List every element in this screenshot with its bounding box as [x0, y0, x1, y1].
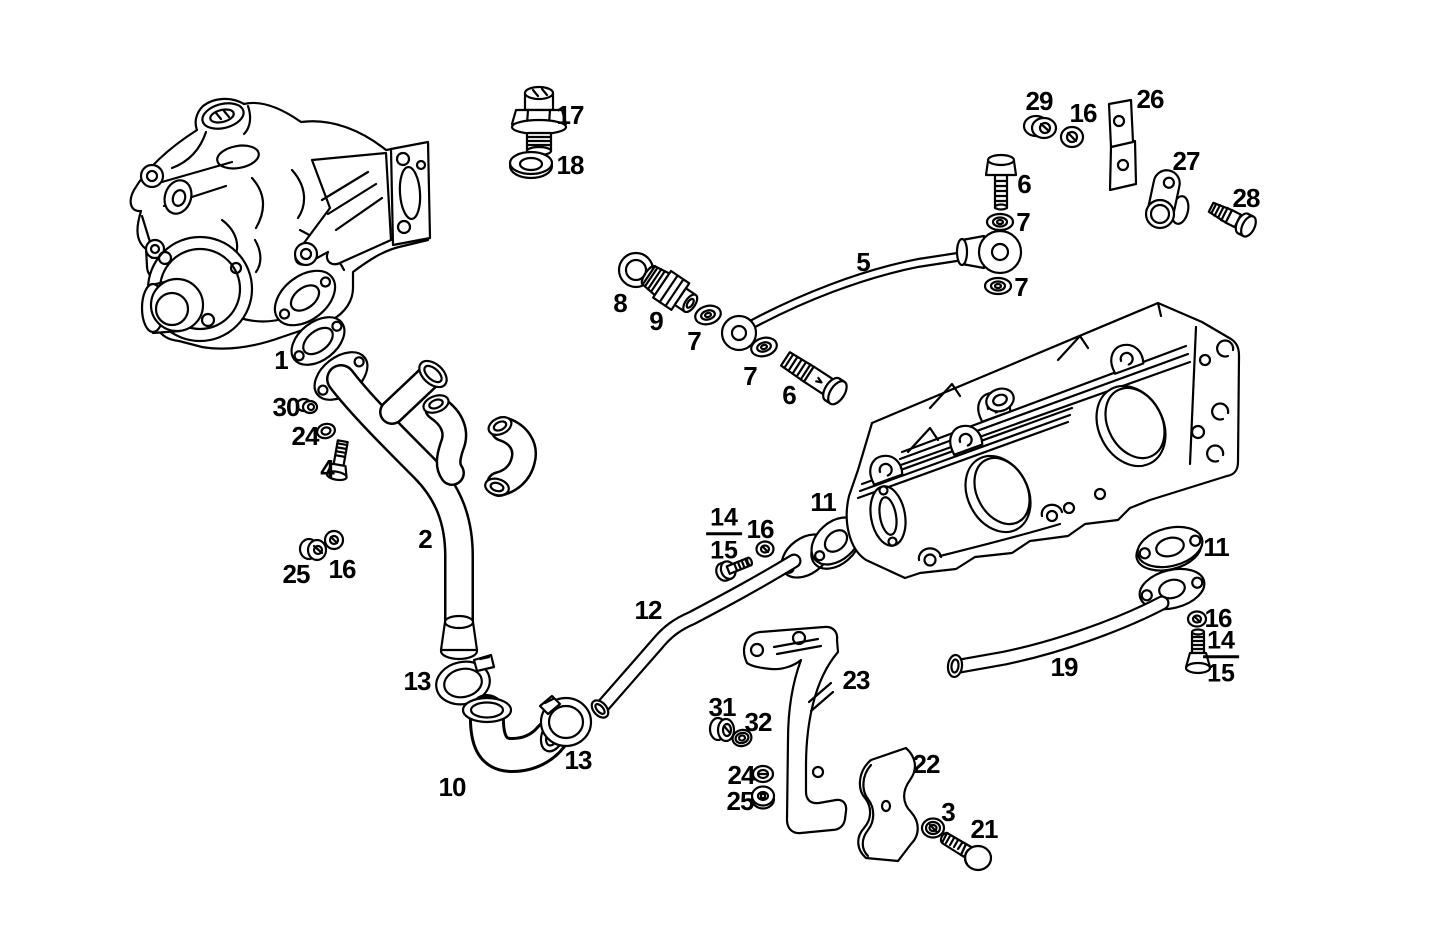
hose-stub-lower — [484, 416, 537, 497]
bolt-14-15-left — [715, 556, 754, 582]
washer-16-right — [1186, 610, 1208, 628]
plug-17 — [510, 85, 568, 157]
sealing-washer-18 — [508, 150, 554, 180]
washer-16-mid — [755, 540, 775, 558]
nut-31 — [708, 716, 736, 743]
nut-16-left — [323, 529, 345, 551]
nut-25-left — [298, 537, 328, 562]
washer-7-right — [750, 336, 778, 358]
bracket-26 — [1107, 98, 1138, 192]
bolt-6-upper — [984, 153, 1018, 211]
hose-stub-middle — [422, 394, 468, 486]
washer-7-left — [694, 304, 722, 326]
hose-clamp-13-right — [538, 694, 593, 748]
seal-ring-8 — [617, 251, 655, 289]
water-pipe-2 — [313, 351, 537, 661]
bolt-14-15-right — [1184, 628, 1212, 675]
nut-30 — [295, 397, 319, 415]
bolt-6-lower — [779, 351, 848, 406]
pipe-2-flared-end — [439, 614, 479, 661]
bracket-23 — [743, 625, 848, 835]
crankcase-housing — [845, 301, 1241, 580]
hose-clamp-13-left — [435, 653, 496, 706]
union-9 — [640, 264, 699, 314]
lever-27 — [1144, 169, 1190, 230]
pump-flange-plate — [389, 140, 432, 247]
washer-3 — [920, 817, 946, 839]
washer-7-upper — [985, 212, 1015, 232]
oil-return-pipe-19 — [946, 567, 1206, 679]
nut-16-top — [1059, 125, 1085, 149]
gasket-11-right — [1135, 525, 1204, 572]
washer-32 — [731, 728, 753, 748]
pump-hub — [149, 277, 205, 333]
bracket-22 — [857, 746, 919, 863]
nut-25-lower — [750, 785, 776, 810]
bolt-4 — [325, 439, 349, 482]
gasket-1 — [290, 316, 346, 366]
banjo-pipe-5 — [720, 229, 1023, 352]
bolt-28 — [1207, 201, 1257, 238]
hose-stub-upper — [379, 359, 448, 425]
washer-7-mid — [983, 276, 1013, 296]
washer-24-upper — [316, 422, 336, 440]
washer-24-lower — [751, 764, 775, 784]
nut-29 — [1022, 114, 1058, 140]
bolt-21 — [939, 831, 993, 872]
water-pump-assembly — [129, 97, 432, 350]
